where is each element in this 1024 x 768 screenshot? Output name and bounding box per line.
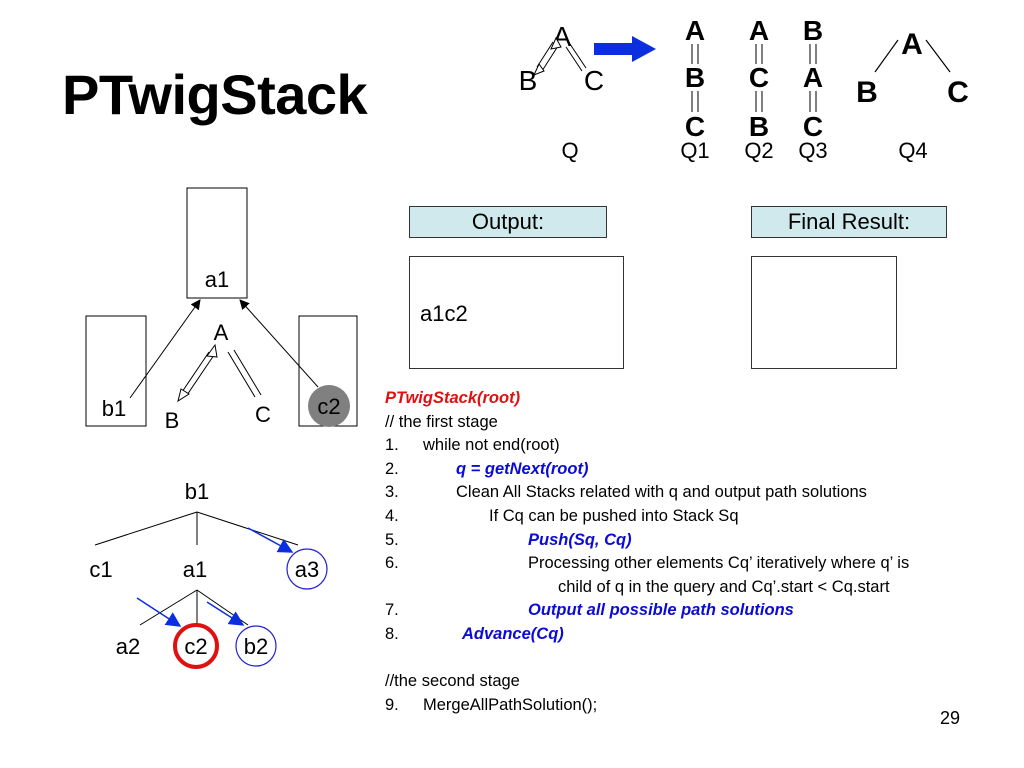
- tree-a3: a3: [295, 557, 319, 582]
- algo-line-9: 9.MergeAllPathSolution();: [385, 695, 598, 714]
- document-tree: b1 c1 a1 a3 a2 c2 b2: [89, 479, 328, 669]
- query-q: A B C Q: [519, 21, 604, 163]
- q-node-b: B: [519, 65, 538, 96]
- query-q4: A B C Q4: [856, 28, 969, 163]
- q1-node-3: C: [685, 111, 705, 142]
- stack-query-descendant-edge: [177, 343, 218, 403]
- q1-label: Q1: [680, 138, 709, 163]
- b2-cursor-arrow: [206, 601, 245, 626]
- stack-a: [186, 187, 248, 299]
- algo-line-1: 1.while not end(root): [385, 436, 560, 455]
- c2-cursor-arrow: [136, 597, 182, 627]
- tree-b2-circle: [235, 625, 277, 667]
- stack-query-child-edge: [227, 349, 262, 398]
- c2-pointer-arrow: [239, 299, 319, 388]
- q4-node-c: C: [947, 76, 969, 109]
- b1-pointer-arrow: [129, 299, 201, 399]
- stack-c-value: c2: [317, 394, 340, 419]
- stack-b: [85, 315, 147, 427]
- query-q1: A B C Q1: [680, 15, 709, 163]
- algo-line-2: 2.q = getNext(root): [385, 459, 589, 478]
- q3-node-1: B: [803, 15, 823, 46]
- output-box: a1c2: [409, 256, 624, 369]
- final-result-box: [751, 256, 897, 369]
- final-result-label: Final Result:: [751, 206, 947, 238]
- algo-line-6: 6.Processing other elements Cq’ iterativ…: [385, 554, 910, 573]
- tree-c2: c2: [184, 634, 207, 659]
- stack-a-value: a1: [205, 267, 229, 292]
- stack-b-value: b1: [102, 396, 126, 421]
- algorithm-listing: PTwigStack(root) // the first stage 1.wh…: [385, 387, 1005, 717]
- query-q3: B A C Q3: [798, 15, 827, 163]
- stack-query-c: C: [255, 402, 271, 427]
- tree-c1: c1: [89, 557, 112, 582]
- q4-label: Q4: [898, 138, 927, 163]
- q-child-edge: [565, 43, 587, 72]
- tree-a2: a2: [116, 634, 140, 659]
- output-value: a1c2: [420, 301, 468, 326]
- stacks-diagram: a1 b1 c2 A B C: [85, 187, 358, 433]
- output-label: Output:: [409, 206, 607, 238]
- first-stage-comment: // the first stage: [385, 412, 498, 431]
- algo-line-3: 3.Clean All Stacks related with q and ou…: [385, 483, 867, 502]
- query-q2: A C B Q2: [744, 15, 773, 163]
- algo-line-6-cont: child of q in the query and Cq’.start < …: [558, 577, 890, 596]
- page-number: 29: [939, 708, 960, 728]
- tree-a1: a1: [183, 557, 207, 582]
- q3-node-3: C: [803, 111, 823, 142]
- q-label: Q: [561, 138, 578, 163]
- transform-arrow-icon: [594, 36, 656, 62]
- q4-node-b: B: [856, 76, 878, 109]
- q4-node-a: A: [901, 28, 923, 61]
- stack-c-top-highlight: [308, 385, 350, 427]
- algo-line-5: 5.Push(Sq, Cq): [385, 530, 632, 549]
- stack-query-b: B: [165, 408, 180, 433]
- q2-node-1: A: [749, 15, 769, 46]
- q-node-c: C: [584, 65, 604, 96]
- algorithm-name: PTwigStack(root): [385, 389, 521, 407]
- algo-line-4: 4.If Cq can be pushed into Stack Sq: [385, 506, 739, 525]
- tree-b2: b2: [244, 634, 268, 659]
- q1-node-1: A: [685, 15, 705, 46]
- stack-query-a: A: [214, 320, 229, 345]
- algo-line-7: 7.Output all possible path solutions: [385, 601, 794, 620]
- q2-node-3: B: [749, 111, 769, 142]
- tree-c2-circle: [173, 623, 219, 669]
- q2-label: Q2: [744, 138, 773, 163]
- tree-a3-circle: [286, 548, 328, 590]
- algo-line-8: 8.Advance(Cq): [385, 624, 564, 643]
- q2-node-2: C: [749, 62, 769, 93]
- q3-node-2: A: [803, 62, 823, 93]
- page-title: PTwigStack: [62, 63, 368, 126]
- tree-root: b1: [185, 479, 209, 504]
- q1-node-2: B: [685, 62, 705, 93]
- second-stage-comment: //the second stage: [385, 672, 520, 691]
- a3-cursor-arrow: [247, 527, 294, 553]
- q3-label: Q3: [798, 138, 827, 163]
- q-descendant-edge: [533, 36, 562, 76]
